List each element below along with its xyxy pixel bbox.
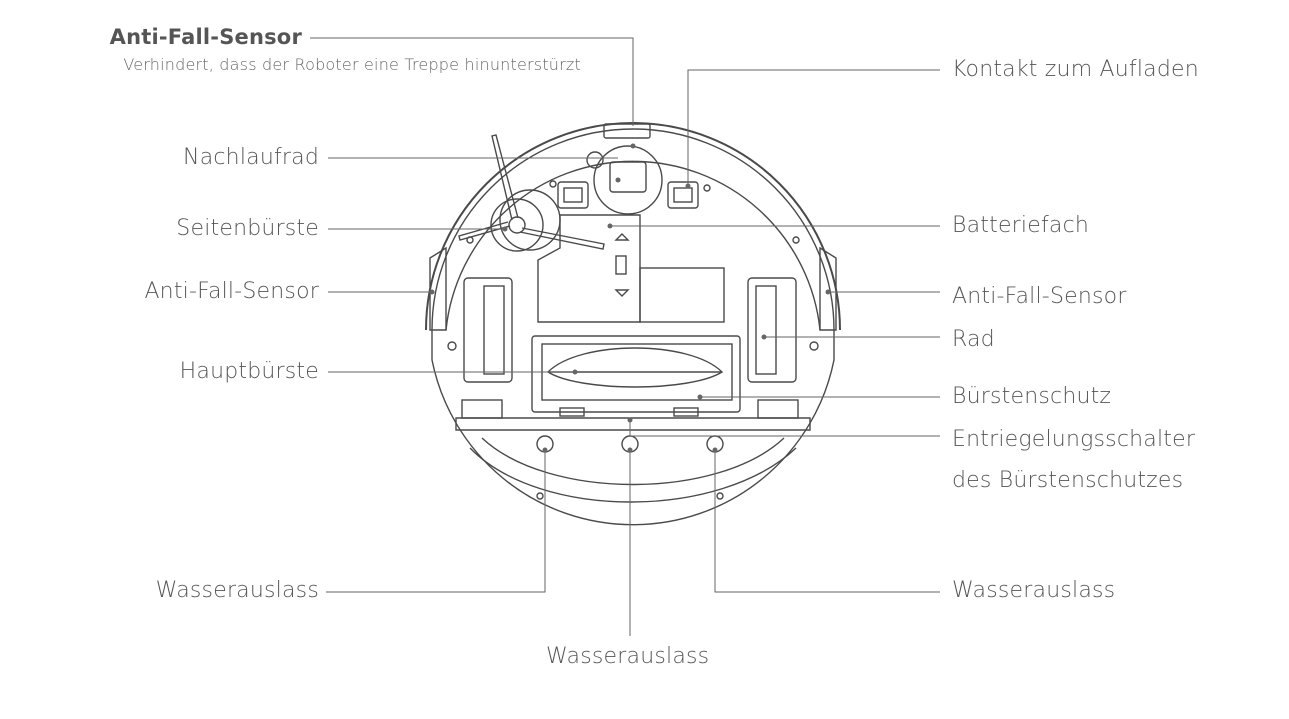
label-anti-fall-left: Anti-Fall-Sensor (144, 279, 319, 304)
wheel-left (463, 277, 513, 383)
label-rad: Rad (952, 327, 995, 352)
label-hauptbuerste: Hauptbürste (179, 359, 319, 384)
label-kontakt: Kontakt zum Aufladen (952, 57, 1199, 82)
caster-wheel (593, 145, 663, 215)
charging-contact-left (557, 181, 589, 209)
label-buerstenschutz: Bürstenschutz (952, 384, 1112, 409)
label-wasserauslass-right: Wasserauslass (952, 578, 1116, 603)
label-seitenbuerste: Seitenbürste (176, 216, 319, 241)
label-wasserauslass-bottom: Wasserauslass (546, 644, 710, 669)
label-entriegelung-2: des Bürstenschutzes (952, 468, 1184, 493)
label-batteriefach: Batteriefach (952, 213, 1090, 238)
label-anti-fall-right: Anti-Fall-Sensor (952, 284, 1127, 309)
side-brush-hub (490, 198, 544, 252)
top-anti-fall-title: Anti-Fall-Sensor (109, 25, 302, 49)
main-brush-frame (531, 335, 741, 413)
wheel-right (747, 277, 797, 383)
label-entriegelung-1: Entriegelungsschalter (952, 427, 1196, 452)
label-nachlaufrad: Nachlaufrad (183, 145, 319, 170)
label-wasserauslass-left: Wasserauslass (155, 578, 319, 603)
charging-contact-right (667, 181, 699, 209)
robot-body-outline (431, 128, 835, 526)
battery-cover (537, 214, 641, 323)
top-anti-fall-subtitle: Verhindert, dass der Roboter eine Treppe… (123, 55, 581, 74)
